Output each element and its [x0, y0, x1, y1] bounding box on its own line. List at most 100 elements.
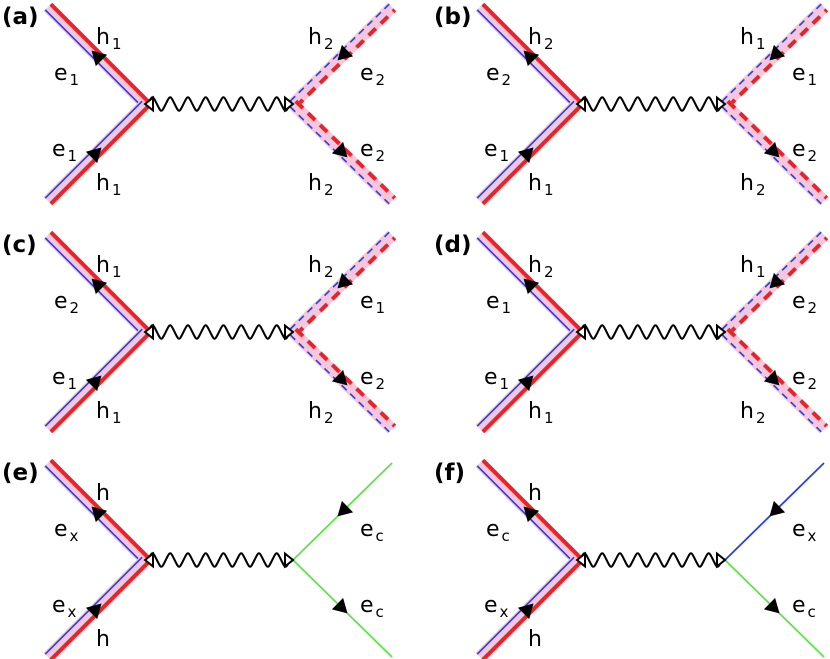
hole-line	[726, 8, 829, 109]
label-left-bottom-upper-subscript: 1	[68, 147, 78, 165]
label-left-top-lower-subscript: x	[70, 527, 79, 545]
arrow-icon	[85, 375, 102, 392]
label-right-bottom-upper-subscript: 2	[376, 375, 386, 393]
hole-line	[726, 236, 829, 337]
arrow-icon	[769, 272, 786, 289]
label-right-bottom-lower-subscript: 2	[756, 409, 766, 427]
photon-line	[579, 552, 723, 568]
arrow-icon	[337, 500, 354, 517]
label-right-top-lower-subscript: 2	[376, 71, 386, 89]
vertex-marker	[284, 323, 295, 341]
vertex-marker	[575, 551, 586, 569]
label-left-top-lower-subscript: 1	[502, 299, 512, 317]
arrow-icon	[337, 44, 354, 61]
hole-line	[49, 105, 150, 206]
hole-line	[726, 327, 829, 428]
hole-line	[481, 105, 582, 206]
label-left-bottom-lower-subscript: 1	[112, 409, 122, 427]
panel-label: (d)	[434, 232, 472, 258]
photon-line	[147, 96, 291, 112]
label-right-top-upper-subscript: 2	[324, 35, 334, 53]
panel-label: (a)	[2, 4, 39, 30]
arrow-icon	[91, 50, 108, 67]
label-left-top-upper: h	[96, 481, 110, 506]
vertex-marker	[575, 323, 586, 341]
arrow-icon	[85, 147, 102, 164]
vertex-marker	[284, 551, 295, 569]
electron-line	[476, 465, 575, 564]
arrow-icon	[763, 141, 780, 158]
panel-label: (b)	[434, 4, 472, 30]
label-right-top-lower-subscript: 1	[808, 71, 818, 89]
arrow-icon	[517, 603, 534, 620]
label-left-bottom-upper-subscript: 1	[500, 375, 510, 393]
label-left-bottom-lower: h	[528, 627, 542, 652]
label-left-bottom-lower: h	[96, 627, 110, 652]
label-right-top-upper-subscript: 2	[324, 263, 334, 281]
label-left-bottom-upper-subscript: 1	[68, 375, 78, 393]
vertex-marker	[716, 95, 727, 113]
label-right-bottom-upper-subscript: 2	[376, 147, 386, 165]
arrow-icon	[523, 278, 540, 295]
arrow-icon	[337, 272, 354, 289]
hole-line	[481, 2, 582, 103]
label-left-top-upper: h	[528, 481, 542, 506]
panel-label: (c)	[2, 232, 37, 258]
label-left-bottom-lower-subscript: 1	[544, 409, 554, 427]
label-right-bottom-lower-subscript: 2	[756, 181, 766, 199]
panel-label: (f)	[434, 460, 465, 486]
label-right-bottom-upper-subscript: c	[376, 603, 384, 621]
label-left-top-upper-subscript: 2	[544, 263, 554, 281]
label-left-top-upper-subscript: 2	[544, 35, 554, 53]
hole-line	[49, 230, 150, 331]
panel-label: (e)	[2, 460, 39, 486]
vertex-marker	[716, 323, 727, 341]
vertex-marker	[143, 95, 154, 113]
arrow-icon	[517, 147, 534, 164]
electron-line	[476, 9, 575, 108]
electron-line	[44, 465, 143, 564]
hole-line	[49, 458, 150, 559]
label-left-top-upper-subscript: 1	[112, 263, 122, 281]
arrow-icon	[517, 375, 534, 392]
hole-line	[481, 333, 582, 434]
hole-line	[49, 2, 150, 103]
label-left-top-lower-subscript: 2	[70, 299, 80, 317]
label-right-top-lower-subscript: 1	[376, 299, 386, 317]
hole-line	[294, 236, 397, 337]
electron-line	[476, 237, 575, 336]
arrow-icon	[763, 369, 780, 386]
arrow-icon	[763, 597, 780, 614]
label-right-top-lower-subscript: x	[808, 527, 817, 545]
arrow-icon	[523, 506, 540, 523]
hole-line	[481, 230, 582, 331]
photon-line	[147, 324, 291, 340]
arrow-icon	[91, 506, 108, 523]
